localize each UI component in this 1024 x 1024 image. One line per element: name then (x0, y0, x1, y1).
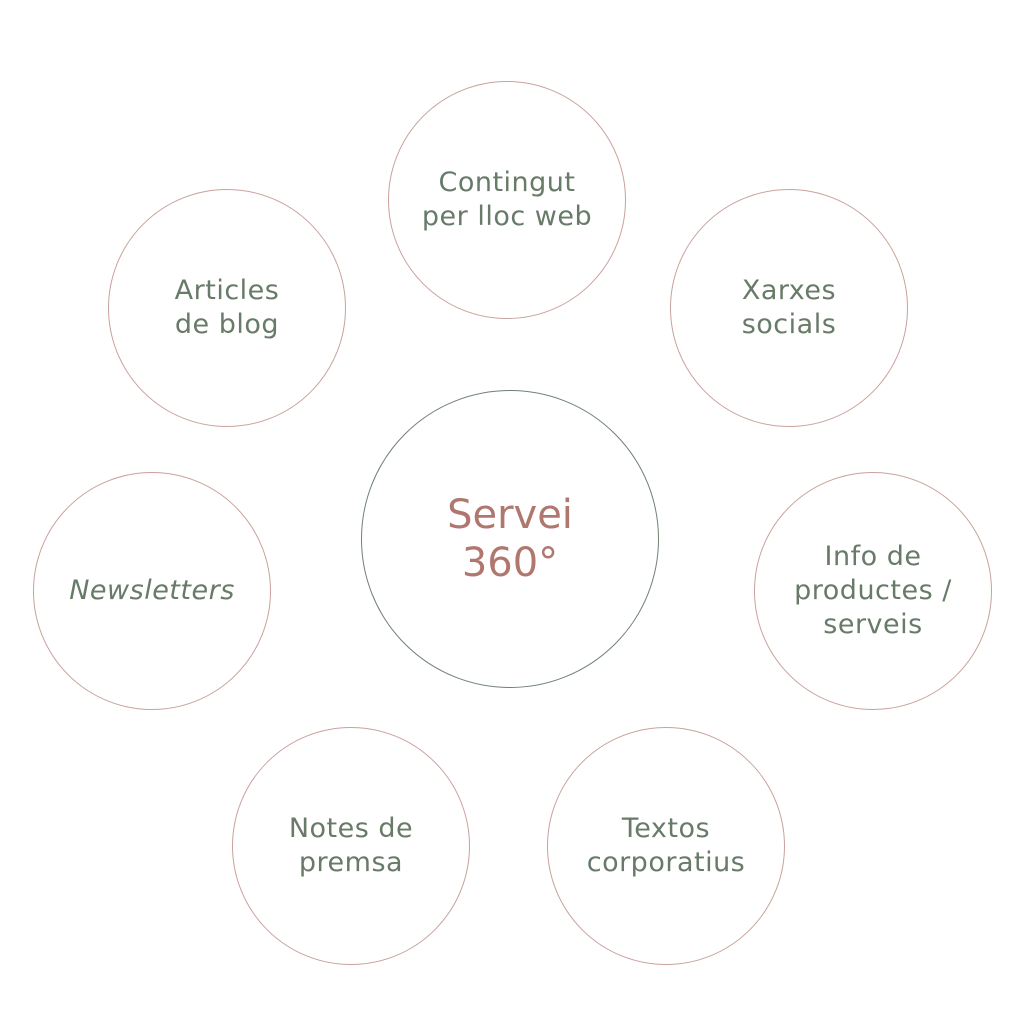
node-xarxes-socials: Xarxes socials (670, 189, 908, 427)
node-info-productes: Info de productes / serveis (754, 472, 992, 710)
node-label: Notes de premsa (288, 813, 414, 878)
center-label: Servei 360° (447, 492, 573, 586)
center-node-servei-360: Servei 360° (361, 390, 659, 688)
node-label: Newsletters (69, 575, 235, 606)
node-label: Textos corporatius (586, 813, 746, 878)
node-contingut-web: Contingut per lloc web (388, 81, 626, 319)
node-label: Contingut per lloc web (421, 167, 593, 232)
node-label: Xarxes socials (741, 275, 837, 340)
node-articles-blog: Articles de blog (108, 189, 346, 427)
node-newsletters: Newsletters (33, 472, 271, 710)
node-label: Articles de blog (174, 275, 280, 340)
node-notes-premsa: Notes de premsa (232, 727, 470, 965)
node-textos-corporatius: Textos corporatius (547, 727, 785, 965)
node-label: Info de productes / serveis (794, 541, 952, 640)
